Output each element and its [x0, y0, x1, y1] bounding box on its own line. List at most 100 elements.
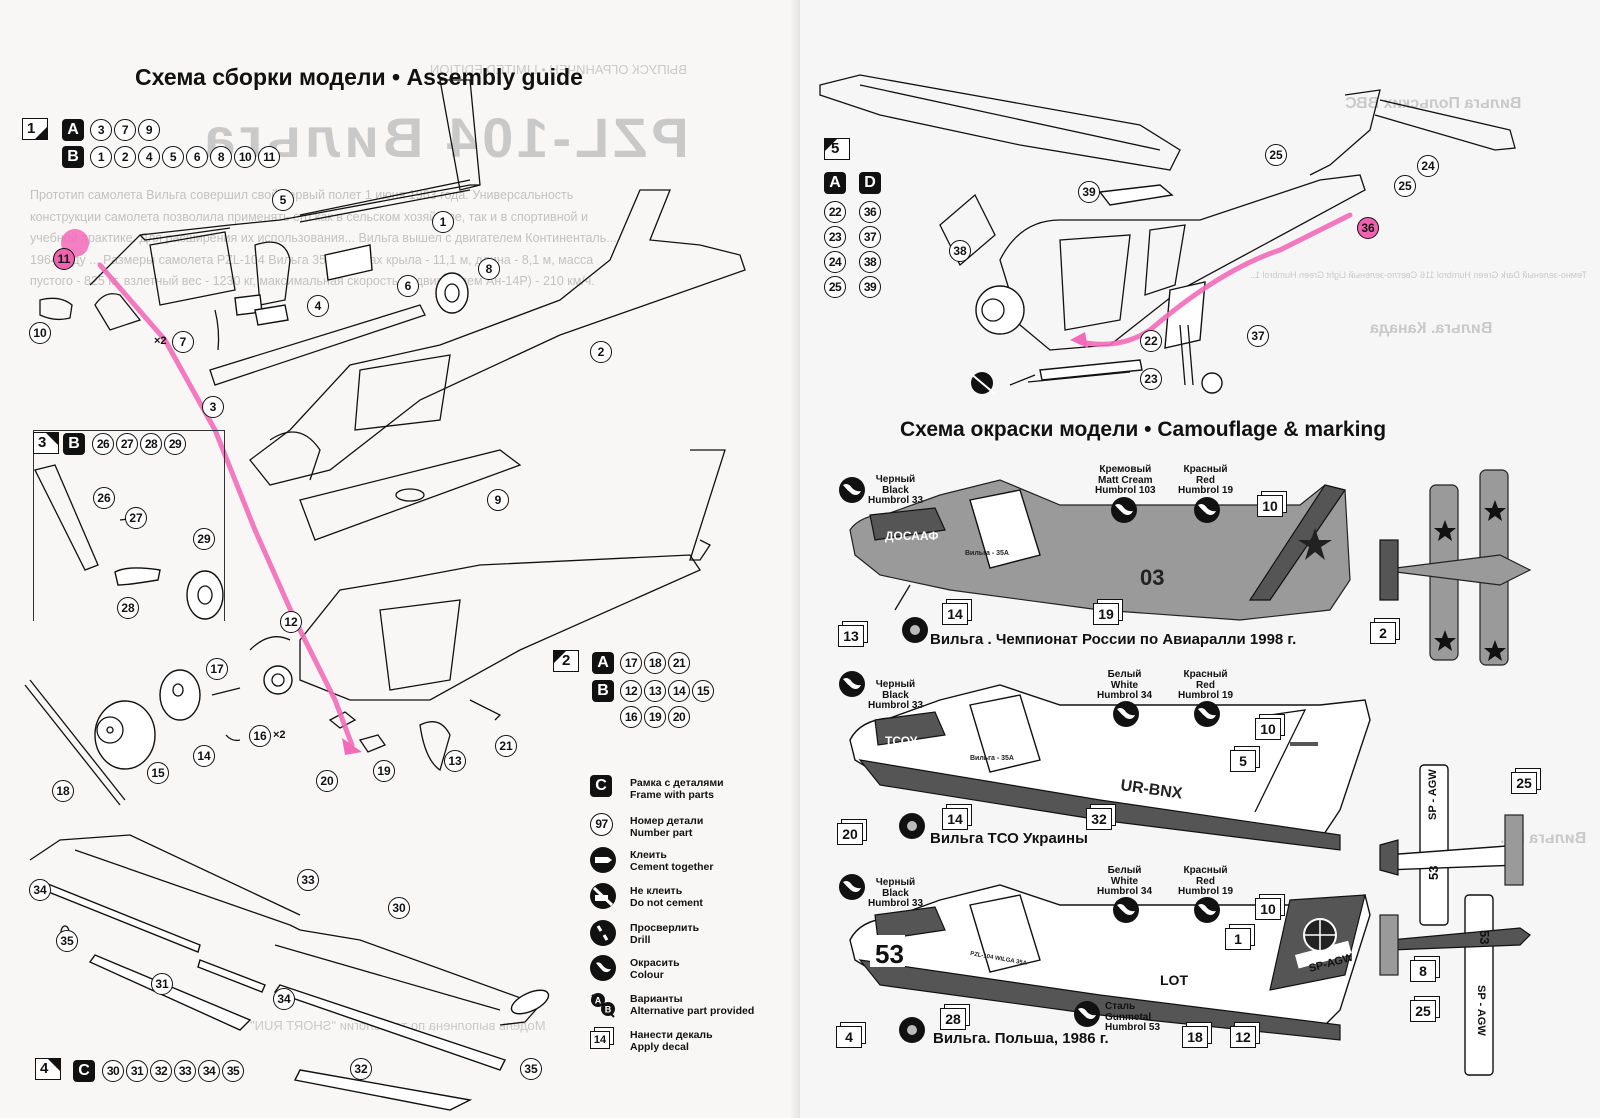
paint-brush-icon: [1113, 701, 1139, 727]
part-number: 15: [692, 680, 714, 702]
callout-part-8: 8: [478, 258, 500, 280]
legend-label-ru: Просверлить: [630, 922, 700, 934]
paint-label-black: Черный Black Humbrol 33: [868, 679, 923, 712]
legend-decal: 14 Нанести декаль Apply decal: [590, 1027, 790, 1061]
step-number: 3: [38, 434, 47, 451]
callout-part-14: 14: [193, 745, 215, 767]
decal-4: 4: [836, 1026, 862, 1048]
paint-label-cream: Кремовый Matt Cream Humbrol 103: [1095, 464, 1156, 497]
part-number: 29: [164, 433, 186, 455]
scheme-1-caption: Вильга . Чемпионат России по Авиаралли 1…: [930, 631, 1297, 648]
right-page-marking: Вильга Польских ВВС Вильга. Канада Светл…: [800, 0, 1600, 1118]
paint-brush-icon: [1194, 897, 1220, 923]
legend-label-en: Frame with parts: [630, 789, 715, 801]
assembly-title: Схема сборки модели • Assembly guide: [135, 64, 583, 90]
callout-part-27: 27: [125, 507, 147, 529]
callout-part-32: 32: [350, 1058, 372, 1080]
callout-part-13: 13: [444, 750, 466, 772]
callout-part-3: 3: [202, 396, 224, 418]
do-not-cement-icon: [590, 883, 616, 909]
part-number: 21: [668, 652, 690, 674]
legend-label-ru: Не клеить: [630, 885, 683, 897]
callout-part-34b: 34: [273, 988, 295, 1010]
step-2-box: 2: [553, 650, 579, 672]
part-number: 7: [114, 119, 136, 141]
callout-part-10: 10: [29, 322, 51, 344]
frame-a-badge: A: [62, 119, 84, 141]
paint-code: Humbrol 19: [1178, 886, 1234, 897]
part-number: 19: [644, 706, 666, 728]
callout-part-25b: 25: [1394, 175, 1416, 197]
alt-b-glyph: B: [605, 1005, 612, 1015]
paint-label-red: Красный Red Humbrol 19: [1178, 865, 1234, 898]
left-page-assembly: ВЫПУСК ОГРАНИЧЕН • LIMITED EDITION PZL-1…: [22, 62, 790, 1111]
paint-label-black: Черный Black Humbrol 33: [868, 877, 923, 910]
part-number: 9: [138, 119, 160, 141]
callout-part-2: 2: [590, 341, 612, 363]
part-number: 20: [668, 706, 690, 728]
decal-14: 14: [942, 808, 968, 830]
decal-10: 10: [1257, 495, 1283, 517]
paint-ru: Красный: [1183, 865, 1228, 876]
paint-en: Black: [882, 887, 909, 899]
part-number: 26: [92, 433, 114, 455]
step-2-frame-b-parts-row2: 16 19 20: [620, 706, 690, 728]
camouflage-title: Схема окраски модели • Camouflage & mark…: [900, 418, 1387, 441]
part-number: 17: [620, 652, 642, 674]
part-number: 1: [90, 146, 112, 168]
paint-ru: Кремовый: [1099, 464, 1152, 475]
multiplier-part-7: ×2: [154, 335, 167, 347]
paint-brush-icon: [839, 671, 865, 697]
legend-part-number: 97 Номер детали Number part: [590, 813, 790, 847]
step-4-frame-c-parts: 30 31 32 33 34 35: [102, 1060, 244, 1082]
legend-frame: C Рамка с деталями Frame with parts: [590, 775, 790, 809]
step-number: 1: [27, 120, 36, 137]
part-number: 4: [138, 146, 160, 168]
paint-brush-icon: [1194, 497, 1220, 523]
decal-25: 25: [1511, 772, 1537, 794]
part-number: 31: [126, 1060, 148, 1082]
step-3-frame-b-parts: 26 27 28 29: [92, 433, 186, 455]
paint-brush-icon: [839, 874, 865, 900]
alternative-part-icon: AB: [591, 993, 615, 1018]
paint-label-red: Красный Red Humbrol 19: [1178, 669, 1233, 702]
callout-part-30: 30: [388, 897, 410, 919]
highlight-arrowhead: [342, 738, 362, 755]
legend-label-en: Colour: [630, 969, 664, 981]
step-number: 2: [562, 652, 571, 669]
paint-en: Matt Cream: [1098, 474, 1153, 486]
frame-b-badge: B: [592, 680, 614, 702]
part-number: 3: [90, 119, 112, 141]
legend-label-en: Do not cement: [630, 897, 703, 909]
legend-label-en: Drill: [630, 934, 651, 946]
callout-part-19: 19: [373, 760, 395, 782]
part-number: 36: [859, 201, 881, 223]
paint-ru: Сталь: [1105, 1001, 1136, 1012]
callout-part-1: 1: [432, 211, 454, 233]
decal-12: 12: [1230, 1026, 1256, 1048]
part-number: 5: [162, 146, 184, 168]
part-number: 2: [114, 146, 136, 168]
fuselage-half-drawing: [249, 189, 746, 541]
part-number: 10: [234, 146, 256, 168]
assembled-fuselage-drawing: [24, 449, 726, 806]
scheme-2-aircraft: ТСОУ UR-BNX Вильга - 35А SP - AGW 53: [849, 684, 1524, 926]
wing-drawing: [29, 834, 550, 1111]
step-3-box: 3: [33, 432, 59, 454]
callout-part-24: 24: [1417, 155, 1439, 177]
legend-label-ru: Окрасить: [630, 957, 680, 969]
callout-part-4: 4: [307, 295, 329, 317]
paint-ru: Красный: [1183, 669, 1228, 680]
frame-a-badge: A: [824, 172, 846, 194]
callout-part-35b: 35: [520, 1058, 542, 1080]
paint-en: Black: [882, 689, 909, 701]
frame-d-badge: D: [859, 172, 881, 194]
decal-10: 10: [1255, 718, 1281, 740]
step-5-box: 5: [824, 138, 850, 160]
callout-part-25: 25: [1265, 144, 1287, 166]
fuselage-number-03: 03: [1140, 565, 1164, 590]
part-number: 35: [222, 1060, 244, 1082]
paint-ru: Черный: [875, 877, 916, 888]
paint-code: Humbrol 103: [1095, 485, 1156, 496]
paint-ru: Красный: [1183, 464, 1228, 475]
